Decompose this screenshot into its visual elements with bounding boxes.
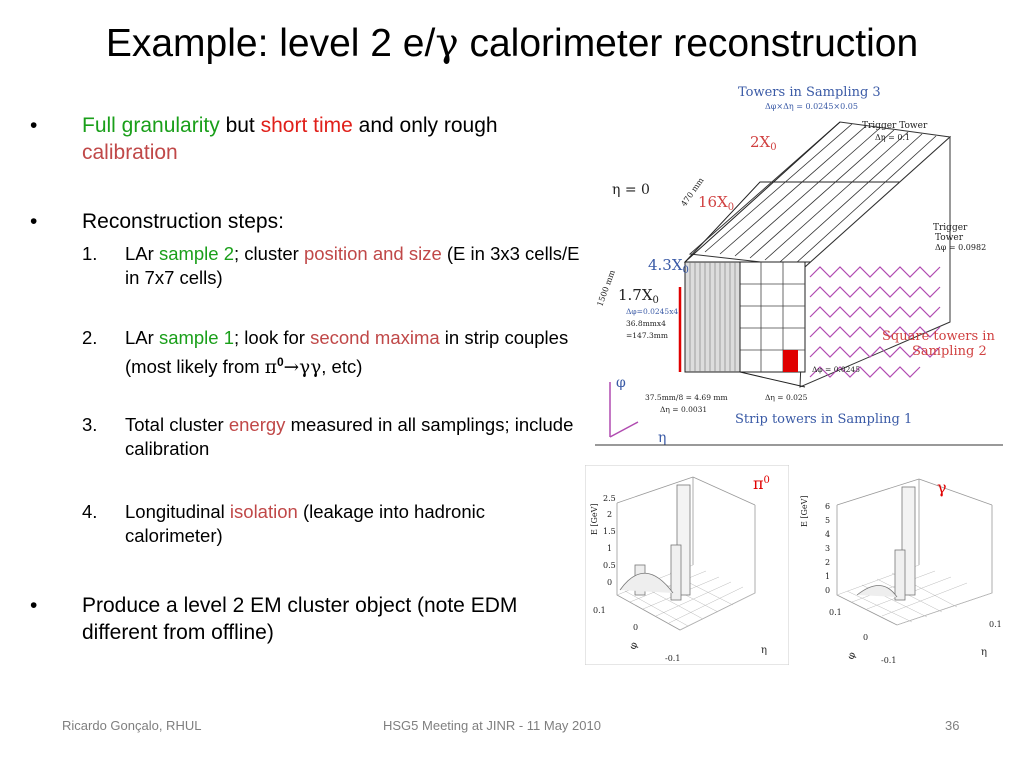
plot-gamma-label: γ xyxy=(937,478,947,497)
calorimeter-diagram: Towers in Sampling 3 Δφ×Δη = 0.0245×0.05… xyxy=(595,85,1003,446)
label-deta-s2: Δη = 0.025 xyxy=(765,393,808,402)
svg-text:2: 2 xyxy=(607,510,612,519)
label-dphi-s2: Δφ = 0.0245 xyxy=(812,365,860,374)
svg-text:1: 1 xyxy=(607,544,612,553)
slide-title: Example: level 2 e/γ calorimeter reconst… xyxy=(105,21,919,66)
label-trigger-tower-sub: Δη = 0.1 xyxy=(875,133,910,142)
label-strip-size-2: Δη = 0.0031 xyxy=(660,405,707,414)
plot-gamma-phi-label: φ xyxy=(845,651,858,661)
label-43x0: 4.3X0 xyxy=(648,256,689,276)
label-trigger-right-2: Tower xyxy=(935,233,964,243)
step-2: 2. LAr sample 1; look for second maxima … xyxy=(82,327,569,379)
label-towers-s3: Towers in Sampling 3 xyxy=(738,85,881,100)
plot-pi0-zticks: 2.5 2 1.5 1 0.5 0 xyxy=(603,494,616,587)
label-square-towers-1: Square towers in xyxy=(882,329,995,344)
plot-pi0-phi-label: φ xyxy=(627,641,640,651)
svg-text:2: 2 xyxy=(825,558,830,567)
bullet-dot: • xyxy=(30,594,38,617)
plot-pi0: π0 E [GeV] 2.5 2 1.5 1 0.5 0 0.1 0 -0.1 … xyxy=(585,465,789,665)
strip-block-front xyxy=(684,261,741,373)
label-strip-towers: Strip towers in Sampling 1 xyxy=(735,412,912,427)
step-3: 3. Total cluster energy measured in all … xyxy=(82,414,574,459)
plot-pi0-label: π0 xyxy=(753,474,770,493)
svg-text:0.5: 0.5 xyxy=(603,561,616,570)
svg-text:0: 0 xyxy=(825,586,830,595)
axis-phi-label: φ xyxy=(616,375,626,391)
plot-pi0-phi-tick-2: 0 xyxy=(633,623,638,632)
plot-gamma: γ E [GeV] 6 5 4 3 2 1 0 0.1 0 -0.1 0.1 η… xyxy=(800,478,1002,665)
label-strip-dims-2: 36.8mmx4 xyxy=(626,319,666,328)
plot-gamma-zlabel: E [GeV] xyxy=(800,495,809,527)
label-trigger-right-1: Trigger xyxy=(933,223,968,233)
label-strip-size-1: 37.5mm/8 = 4.69 mm xyxy=(645,393,728,402)
accordion-zigzag xyxy=(809,266,941,378)
plot-gamma-grid xyxy=(836,564,993,626)
bullet-em-cluster: • Produce a level 2 EM cluster object (n… xyxy=(30,594,518,644)
svg-text:1: 1 xyxy=(825,572,830,581)
plot-gamma-eta-label: η xyxy=(981,647,987,658)
plot-pi0-eta-label: η xyxy=(761,645,767,656)
sampling3-lines xyxy=(704,123,937,265)
footer-meeting: HSG5 Meeting at JINR - 11 May 2010 xyxy=(383,718,601,733)
step-4: 4. Longitudinal isolation (leakage into … xyxy=(82,501,485,546)
footer-author: Ricardo Gonçalo, RHUL xyxy=(62,718,202,733)
axis-eta-label: η xyxy=(658,430,666,446)
label-trigger-tower: Trigger Tower xyxy=(862,121,928,131)
bullet-reconstruction-steps: • Reconstruction steps: xyxy=(30,210,284,233)
label-trigger-right-3: Δφ = 0.0982 xyxy=(935,243,986,252)
svg-text:2.5: 2.5 xyxy=(603,494,616,503)
plot-pi0-phi-tick-1: 0.1 xyxy=(593,606,606,615)
svg-text:3: 3 xyxy=(825,544,830,553)
label-2x0: 2X0 xyxy=(750,133,777,153)
bullet-dot: • xyxy=(30,210,38,233)
highlight-cell xyxy=(783,350,798,372)
label-strip-dims-1: Δφ=0.0245x4 xyxy=(626,307,678,316)
step-1: 1. LAr sample 2; cluster position and si… xyxy=(82,243,580,288)
label-17x0: 1.7X0 xyxy=(618,286,659,306)
svg-text:5: 5 xyxy=(825,516,830,525)
plot-pi0-phi-tick-3: -0.1 xyxy=(665,654,680,663)
svg-text:6: 6 xyxy=(825,502,830,511)
plot-pi0-zlabel: E [GeV] xyxy=(590,503,599,535)
plot-gamma-zticks: 6 5 4 3 2 1 0 xyxy=(825,502,830,595)
axis-eta xyxy=(609,421,639,438)
label-strip-dims-3: =147.3mm xyxy=(626,331,668,340)
label-16x0: 16X0 xyxy=(698,193,734,213)
plot-gamma-phi-tick-2: 0 xyxy=(863,633,868,642)
footer-page-number: 36 xyxy=(945,718,960,733)
strip-lines xyxy=(689,262,736,372)
plot-gamma-phi-tick-3: -0.1 xyxy=(881,656,896,665)
svg-text:1.5: 1.5 xyxy=(603,527,616,536)
svg-text:0: 0 xyxy=(607,578,612,587)
label-towers-s3-sub: Δφ×Δη = 0.0245×0.05 xyxy=(765,102,858,111)
svg-text:4: 4 xyxy=(825,530,830,539)
label-1500mm: 1500 mm xyxy=(595,268,617,307)
bullet-dot: • xyxy=(30,114,38,137)
plot-gamma-phi-tick-1: 0.1 xyxy=(829,608,842,617)
label-square-towers-2: Sampling 2 xyxy=(912,344,987,359)
bullet-granularity: • Full granularity but short time and on… xyxy=(30,114,498,164)
label-eta0: η = 0 xyxy=(612,182,650,198)
plot-gamma-eta-tick: 0.1 xyxy=(989,620,1002,629)
